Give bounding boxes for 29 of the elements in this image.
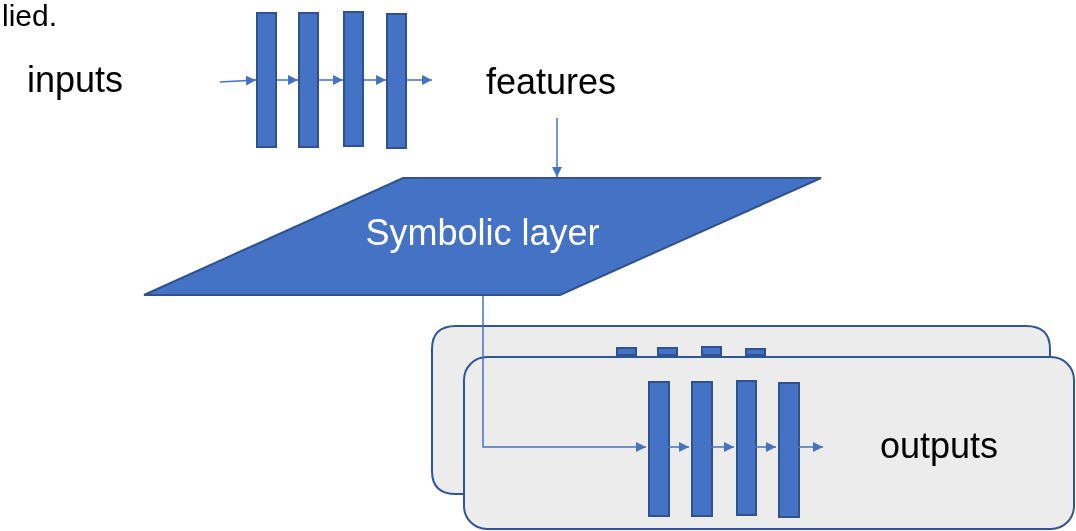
arrow [406, 75, 433, 85]
arrow [710, 442, 735, 452]
arrow [276, 75, 299, 85]
heading-fragment: lied. [2, 1, 58, 31]
layer-bar [778, 382, 800, 518]
layer-bar [648, 381, 670, 517]
layer-bar [657, 347, 678, 356]
layer-bar [298, 12, 319, 148]
arrow [797, 442, 824, 452]
arrow [667, 442, 690, 452]
arrow [552, 117, 562, 178]
layer-bar [691, 381, 713, 517]
arrow [219, 75, 257, 86]
layer-bar [701, 346, 722, 356]
input-label: inputs [27, 62, 124, 98]
feature-label: features [485, 64, 617, 100]
arrow [482, 295, 647, 452]
card-background [463, 356, 1075, 530]
layer-bar [616, 347, 637, 356]
layer-bar [745, 348, 766, 356]
layer-bar [343, 11, 364, 147]
layer-bar [386, 13, 407, 149]
output-label: outputs [880, 428, 999, 464]
layer-bar [256, 12, 277, 148]
arrow [318, 75, 344, 85]
arrow [754, 442, 777, 452]
layer-label: Symbolic layer [365, 214, 600, 251]
layer-bar [736, 380, 757, 516]
arrow [363, 75, 387, 85]
